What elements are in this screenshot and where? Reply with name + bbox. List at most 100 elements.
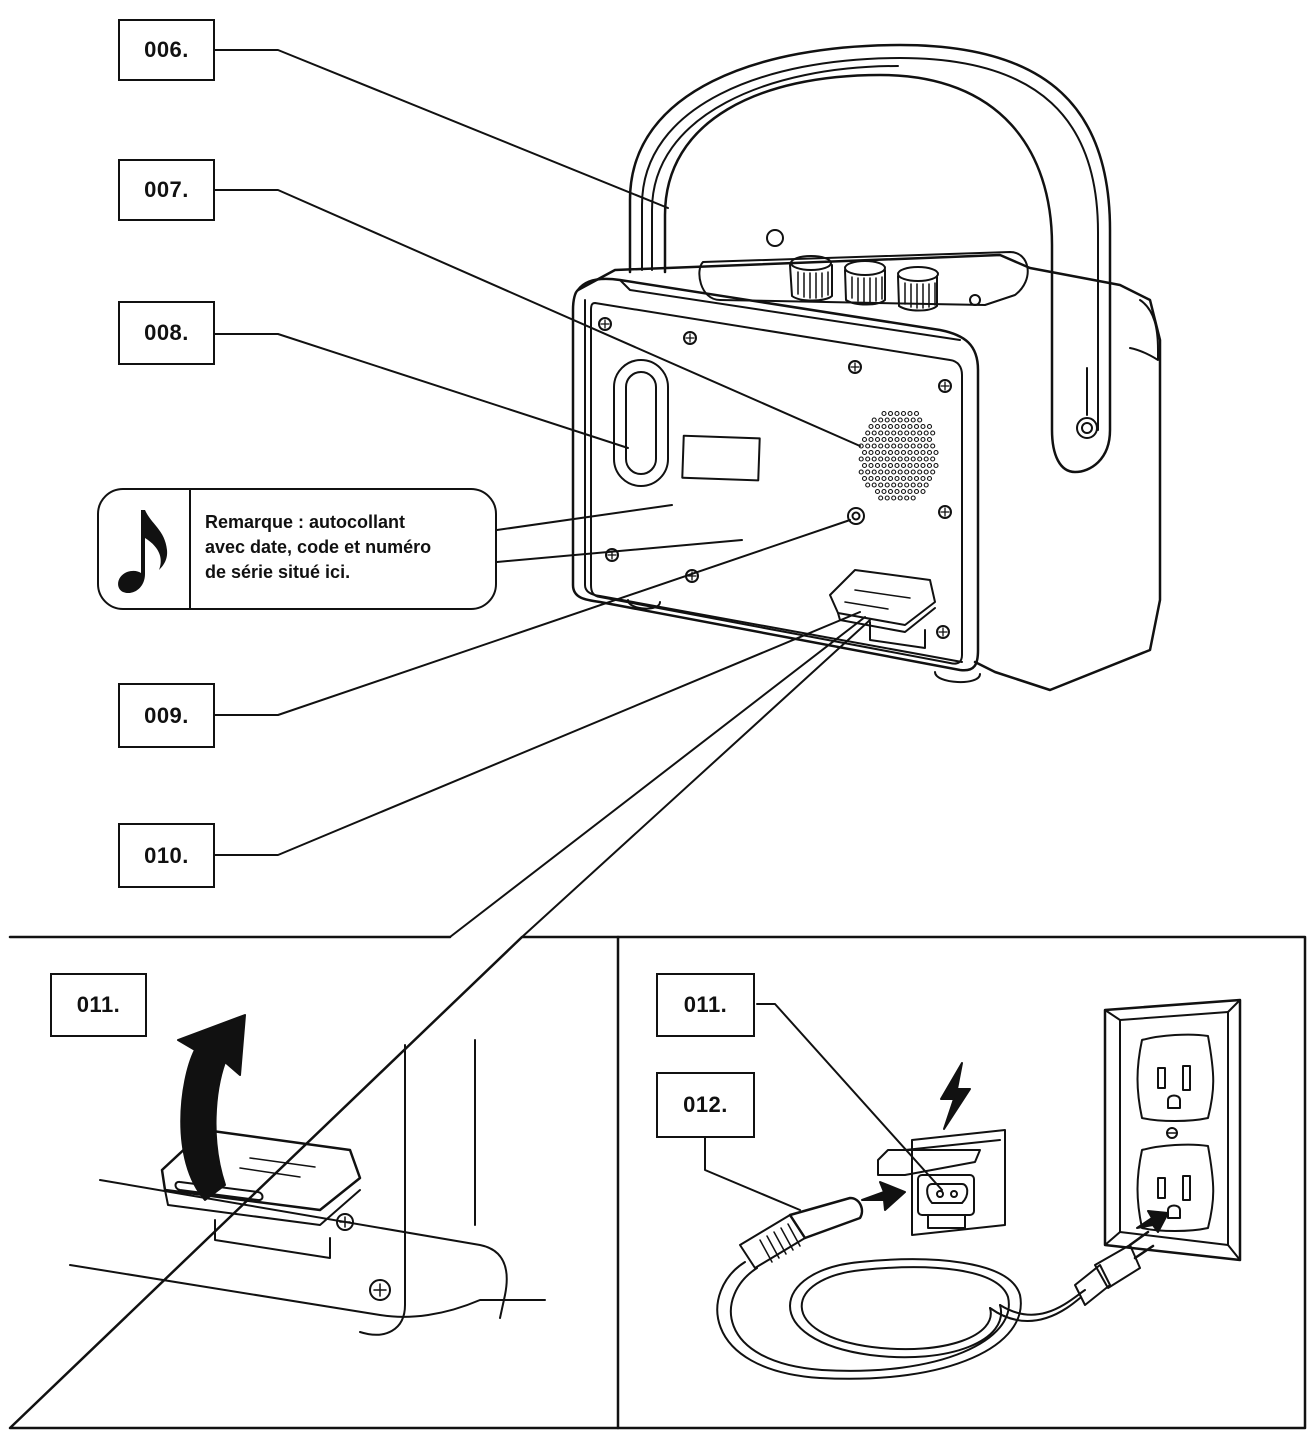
grill-hole: [900, 449, 907, 456]
grill-hole: [923, 456, 929, 462]
grill-hole: [913, 462, 920, 469]
grill-hole: [920, 475, 926, 482]
grill-hole: [913, 423, 920, 430]
grill-hole: [910, 469, 916, 475]
grill-hole: [881, 475, 887, 482]
grill-hole: [910, 443, 916, 449]
grill-hole: [897, 430, 903, 436]
grill-hole: [923, 430, 929, 436]
grill-hole: [878, 469, 884, 475]
grill-hole: [871, 456, 877, 462]
grill-hole: [907, 436, 913, 443]
grill-hole: [891, 443, 897, 449]
grill-hole: [884, 417, 890, 423]
grill-hole: [861, 475, 868, 482]
grill-hole: [884, 469, 890, 475]
speaker-grill: [858, 410, 939, 501]
grill-hole: [897, 482, 903, 488]
knob: [897, 266, 939, 312]
grill-hole: [900, 475, 907, 482]
grill-hole: [907, 462, 913, 469]
detail-panels: [8, 935, 1307, 1430]
grill-hole: [894, 475, 900, 482]
screw-icon: [598, 317, 952, 639]
grill-hole: [887, 436, 894, 443]
grill-hole: [913, 488, 920, 495]
grill-hole: [897, 443, 903, 449]
callout-009: 009.: [118, 683, 215, 748]
grill-hole: [933, 449, 939, 456]
grill-hole: [887, 475, 894, 482]
callout-011-left: 011.: [50, 973, 147, 1037]
grill-hole: [917, 469, 923, 475]
grill-hole: [858, 469, 864, 475]
power-connection-detail: [704, 998, 1242, 1380]
grill-hole: [881, 488, 887, 495]
lightning-icon: [940, 1062, 971, 1130]
grill-hole: [894, 410, 900, 417]
grill-hole: [891, 456, 897, 462]
grill-hole: [887, 488, 894, 495]
note-line: de série situé ici.: [205, 562, 351, 582]
grill-hole: [884, 456, 890, 462]
grill-hole: [920, 436, 926, 443]
cover-detail: [69, 1014, 546, 1336]
grill-hole: [887, 449, 894, 456]
callout-012: 012.: [656, 1072, 755, 1138]
grill-hole: [881, 436, 887, 443]
grill-hole: [913, 436, 920, 443]
grill-hole: [923, 482, 929, 488]
grill-hole: [904, 430, 910, 436]
grill-hole: [868, 449, 874, 456]
grill-hole: [861, 436, 868, 443]
grill-hole: [881, 462, 887, 469]
grill-hole: [858, 456, 864, 462]
grill-hole: [874, 488, 881, 495]
grill-hole: [900, 410, 907, 417]
grill-hole: [900, 462, 907, 469]
aux-jack-icon: [847, 507, 865, 525]
grill-hole: [891, 495, 897, 501]
grill-hole: [868, 462, 874, 469]
grill-hole: [920, 423, 926, 430]
grill-hole: [884, 495, 890, 501]
knob: [789, 255, 833, 302]
grill-hole: [871, 417, 877, 423]
grill-hole: [926, 475, 933, 482]
sticker-area: [681, 434, 761, 482]
grill-hole: [868, 436, 874, 443]
grill-hole: [894, 488, 900, 495]
grill-hole: [891, 469, 897, 475]
grill-hole: [874, 436, 881, 443]
grill-hole: [861, 449, 868, 456]
grill-hole: [894, 449, 900, 456]
grill-hole: [884, 430, 890, 436]
grill-hole: [907, 449, 913, 456]
callout-007: 007.: [118, 159, 215, 221]
grill-hole: [865, 456, 871, 462]
grill-hole: [904, 456, 910, 462]
grill-hole: [910, 430, 916, 436]
grill-hole: [910, 495, 916, 501]
note-text: Remarque : autocollant avec date, code e…: [205, 510, 490, 585]
grill-hole: [930, 430, 936, 436]
note-callout: Remarque : autocollant avec date, code e…: [97, 488, 497, 610]
grill-hole: [887, 462, 894, 469]
knob: [844, 260, 886, 306]
grill-hole: [900, 423, 907, 430]
grill-hole: [891, 417, 897, 423]
grill-hole: [907, 475, 913, 482]
grill-hole: [868, 475, 874, 482]
grill-hole: [930, 456, 936, 462]
grill-hole: [904, 495, 910, 501]
grill-hole: [907, 423, 913, 430]
iec-inlet-icon: [926, 1183, 969, 1204]
note-divider: [189, 490, 191, 608]
grill-hole: [900, 488, 907, 495]
grill-hole: [874, 475, 881, 482]
grill-hole: [913, 449, 920, 456]
grill-hole: [884, 482, 890, 488]
handle-screw-icon: [1076, 417, 1098, 439]
grill-hole: [910, 456, 916, 462]
